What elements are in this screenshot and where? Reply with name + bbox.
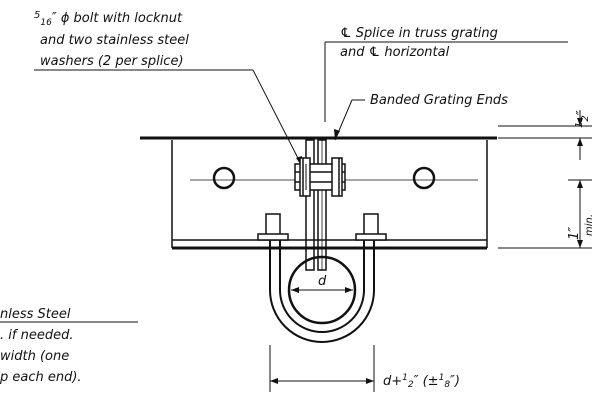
bottom-dim-num: 1 xyxy=(402,373,408,383)
bottom-dim-arrow-left xyxy=(270,378,278,384)
bottom-dim-den: 2 xyxy=(408,380,414,390)
bottom-dim-arrow-right xyxy=(366,378,374,384)
bolt-callout-line2: and two stainless steel xyxy=(40,33,189,48)
stainless-callout-line1: nless Steel xyxy=(0,307,71,322)
stainless-callout-line4: p each end). xyxy=(0,370,82,385)
bolt-callout: 516″ ϕ bolt with locknut and two stainle… xyxy=(34,10,189,69)
pipe-dim-arrow-right xyxy=(345,287,353,293)
top-gap-arrow xyxy=(577,138,583,146)
bolt-callout-line1: ″ ϕ bolt with locknut xyxy=(52,11,183,26)
stainless-callout-line2: . if needed. xyxy=(0,328,73,343)
top-gap-label: 12″ xyxy=(574,110,591,128)
pipe-diameter-label: d xyxy=(318,274,327,289)
bottom-dimension xyxy=(269,345,375,392)
bottom-dim-close: ″) xyxy=(450,374,460,389)
splice-callout-line1: ℄ Splice in truss grating xyxy=(340,26,498,41)
right-bolt-hole xyxy=(412,166,436,190)
grating-assembly xyxy=(140,136,497,250)
bottom-dim-tol-num: 1 xyxy=(439,373,445,383)
bottom-dim-tol-den: 8 xyxy=(444,380,450,390)
top-gap-num: 1 xyxy=(574,122,585,128)
u-bolt xyxy=(269,240,375,343)
pipe-dim-arrow-left xyxy=(291,287,299,293)
stainless-callout-line3: width (one xyxy=(0,349,69,364)
bolt-callout-line3: washers (2 per splice) xyxy=(40,54,184,69)
top-gap-dimension xyxy=(498,110,592,160)
stainless-callout: nless Steel . if needed. width (one p ea… xyxy=(0,307,82,385)
leader-lines xyxy=(0,41,568,323)
svg-text:12″: 12″ xyxy=(574,110,591,128)
banded-grating-ends xyxy=(305,139,327,271)
bottom-dim-prefix: d+ xyxy=(383,374,402,389)
banded-ends-label: Banded Grating Ends xyxy=(370,93,508,108)
right-ubolt-nut xyxy=(355,213,387,241)
top-gap-arrow-2 xyxy=(577,118,583,126)
splice-callout: ℄ Splice in truss grating and ℄ horizont… xyxy=(340,26,498,60)
min-height-label: 1″ min. xyxy=(567,214,595,240)
min-height-note: min. xyxy=(584,214,595,236)
left-ubolt-nut xyxy=(257,213,289,241)
splice-callout-line2: and ℄ horizontal xyxy=(340,45,450,60)
bottom-dim-unit: ″ (± xyxy=(414,374,439,389)
splice-bolt xyxy=(294,157,346,197)
bottom-dimension-label: d+12″ (±18″) xyxy=(383,373,460,390)
left-bolt-hole xyxy=(212,166,236,190)
min-height-arrow-bottom xyxy=(577,240,583,248)
bolt-fraction-den: 16 xyxy=(40,18,52,28)
bolt-fraction-num: 5 xyxy=(34,10,40,21)
top-gap-unit: ″ xyxy=(575,110,590,115)
min-height-arrow-top xyxy=(577,180,583,188)
pipe xyxy=(287,255,357,325)
min-height-value: 1″ xyxy=(567,227,582,240)
top-gap-den: 2 xyxy=(580,115,591,121)
svg-text:516″ ϕ bolt with locknut: 516″ ϕ bolt with locknut xyxy=(34,10,183,28)
